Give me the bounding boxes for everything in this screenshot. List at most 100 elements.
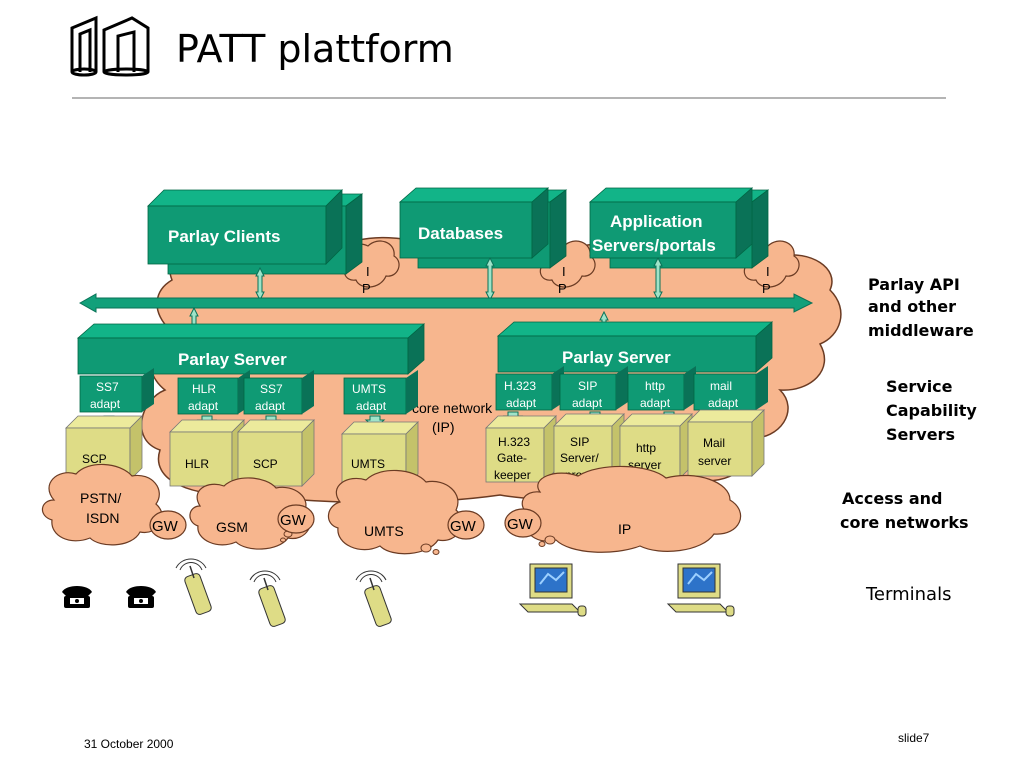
gsm-label: GSM	[216, 519, 248, 535]
svg-text:Servers: Servers	[886, 425, 955, 444]
node-mail: Mail server	[687, 409, 765, 477]
svg-text:SIP: SIP	[578, 379, 597, 393]
computer-icon	[518, 563, 587, 617]
node-hlr: HLR	[169, 419, 245, 487]
svg-text:SS7: SS7	[260, 382, 283, 396]
svg-text:H.323: H.323	[504, 379, 536, 393]
svg-text:http: http	[645, 379, 665, 393]
svg-text:adapt: adapt	[356, 399, 387, 413]
svg-text:HLR: HLR	[185, 457, 209, 471]
svg-text:UMTS: UMTS	[351, 457, 385, 471]
svg-text:Parlay API: Parlay API	[868, 275, 960, 294]
parlay-clients-box: Parlay Clients	[147, 189, 364, 275]
svg-text:server: server	[698, 454, 731, 468]
svg-text:GW: GW	[152, 518, 179, 535]
svg-text:Server/: Server/	[560, 451, 599, 465]
svg-text:UMTS: UMTS	[352, 382, 386, 396]
svg-text:http: http	[636, 441, 656, 455]
svg-text:core networks: core networks	[840, 513, 969, 532]
svg-text:Parlay Server: Parlay Server	[178, 350, 287, 369]
ip-net-cloud: IP	[521, 465, 742, 553]
svg-text:P: P	[362, 281, 371, 296]
footer-date: 31 October 2000	[84, 737, 174, 751]
app-servers-box: Application Servers/portals	[588, 187, 770, 269]
svg-text:adapt: adapt	[708, 396, 739, 410]
pstn-label-2: ISDN	[86, 510, 119, 526]
gw-4: GW	[504, 508, 542, 538]
adapter-http: http adapt	[627, 366, 696, 411]
pstn-label-1: PSTN/	[80, 490, 121, 506]
svg-text:Service: Service	[886, 377, 953, 396]
svg-text:SCP: SCP	[82, 452, 107, 466]
parlay-server-left: Parlay Server	[76, 323, 426, 375]
svg-text:SCP: SCP	[253, 457, 278, 471]
telephone-icon	[126, 586, 156, 608]
core-network-label-2: (IP)	[432, 419, 455, 435]
node-http: http server	[619, 413, 693, 479]
gw-2: GW	[277, 504, 315, 534]
svg-text:Mail: Mail	[703, 436, 725, 450]
computer-icon	[666, 563, 735, 617]
umts-net-label: UMTS	[364, 523, 404, 539]
svg-text:Gate-: Gate-	[497, 451, 527, 465]
gw-1: GW	[149, 510, 187, 540]
svg-text:P: P	[762, 281, 771, 296]
svg-text:keeper: keeper	[494, 468, 531, 482]
pstn-cloud: PSTN/ ISDN	[41, 463, 163, 546]
svg-text:mail: mail	[710, 379, 732, 393]
mobile-phone-icon	[355, 570, 392, 627]
adapter-boxes: SS7 adapt HLR adapt SS7 adapt UMTS adapt…	[79, 366, 768, 415]
svg-text:GW: GW	[280, 512, 307, 529]
mobile-phone-icon	[249, 570, 286, 627]
svg-text:adapt: adapt	[90, 397, 121, 411]
ip-net-label: IP	[618, 521, 631, 537]
svg-text:adapt: adapt	[572, 396, 603, 410]
node-scp-2: SCP	[237, 419, 315, 487]
adapter-h323: H.323 adapt	[495, 366, 564, 411]
svg-text:SIP: SIP	[570, 435, 589, 449]
side-labels: Parlay API and other middleware Service …	[840, 275, 977, 605]
svg-text:I: I	[766, 264, 770, 279]
core-network-label-1: core network	[412, 400, 493, 416]
svg-text:middleware: middleware	[868, 321, 974, 340]
svg-text:Parlay Clients: Parlay Clients	[168, 227, 280, 246]
gsm-cloud: GSM	[189, 477, 311, 550]
databases-box: Databases	[398, 187, 568, 269]
mobile-phone-icon	[175, 558, 212, 615]
svg-text:Access and: Access and	[842, 489, 942, 508]
adapter-ss7-1: SS7 adapt	[79, 368, 154, 413]
svg-text:adapt: adapt	[640, 396, 671, 410]
logo-icon	[70, 15, 150, 77]
svg-text:Capability: Capability	[886, 401, 977, 420]
adapter-ss7-2: SS7 adapt	[243, 370, 314, 415]
adapter-sip: SIP adapt	[559, 366, 628, 411]
svg-text:GW: GW	[507, 516, 534, 533]
parlay-server-right: Parlay Server	[496, 321, 774, 373]
top-connectors	[255, 256, 663, 302]
svg-text:Application: Application	[610, 212, 703, 231]
slide-number: slide7	[898, 731, 930, 745]
adapter-mail: mail adapt	[693, 366, 768, 411]
svg-text:and other: and other	[868, 297, 956, 316]
svg-text:Databases: Databases	[418, 224, 503, 243]
svg-text:GW: GW	[450, 518, 477, 535]
svg-text:P: P	[558, 281, 567, 296]
svg-text:I: I	[366, 264, 370, 279]
umts-cloud: UMTS	[327, 469, 463, 555]
adapter-hlr: HLR adapt	[177, 370, 250, 415]
gw-3: GW	[447, 510, 485, 540]
svg-text:adapt: adapt	[188, 399, 219, 413]
svg-text:SS7: SS7	[96, 380, 119, 394]
parlay-api-bus	[78, 293, 814, 313]
svg-text:adapt: adapt	[255, 399, 286, 413]
node-h323: H.323 Gate- keeper	[485, 415, 557, 483]
svg-text:Servers/portals: Servers/portals	[592, 236, 716, 255]
svg-text:adapt: adapt	[506, 396, 537, 410]
gw-badges: GW GW GW GW	[149, 504, 542, 540]
svg-text:I: I	[562, 264, 566, 279]
adapter-umts: UMTS adapt	[343, 370, 418, 415]
telephone-icon	[62, 586, 92, 608]
svg-text:Parlay Server: Parlay Server	[562, 348, 671, 367]
svg-text:H.323: H.323	[498, 435, 530, 449]
